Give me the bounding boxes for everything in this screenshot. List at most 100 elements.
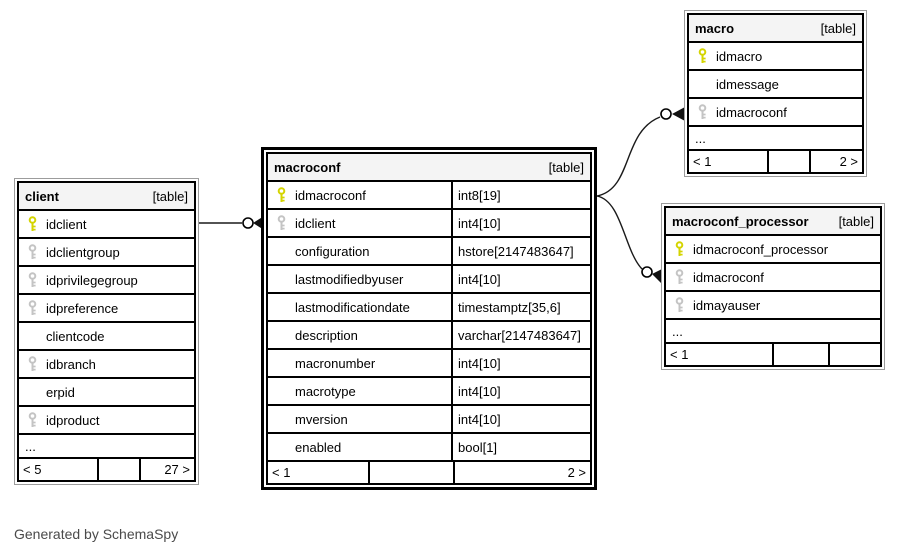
relationship-macroconf-macroconfprocessor	[596, 195, 662, 283]
table-footer: < 1 2 >	[266, 460, 592, 485]
primary-key-icon	[268, 187, 295, 203]
table-title-macro[interactable]: macro	[695, 20, 735, 36]
footer-middle-cell	[368, 462, 453, 483]
column-name: erpid	[46, 384, 75, 400]
column-row-erpid: erpid	[17, 377, 196, 407]
column-row-idprivilegegroup: idprivilegegroup	[17, 265, 196, 295]
footer-right-cell: 2 >	[809, 151, 862, 172]
column-row-idmacro: idmacro	[687, 41, 864, 71]
column-name: idpreference	[46, 300, 119, 316]
table-title-macroconf_processor[interactable]: macroconf_processor	[672, 213, 809, 229]
column-name: lastmodifiedbyuser	[295, 271, 404, 287]
generated-by-note: Generated by SchemaSpy	[14, 526, 179, 542]
column-type: int8[19]	[451, 182, 590, 208]
footer-middle-cell	[97, 459, 139, 480]
table-type-tag: [table]	[820, 20, 856, 36]
footer-right-cell	[828, 344, 880, 365]
column-row-macronumber: macronumber int4[10]	[266, 348, 592, 378]
column-row-clientcode: clientcode	[17, 321, 196, 351]
table-type-tag: [table]	[548, 159, 584, 175]
column-type: int4[10]	[451, 406, 590, 432]
table-title-client[interactable]: client	[25, 188, 59, 204]
foreign-key-icon	[689, 104, 716, 120]
column-name: enabled	[295, 439, 342, 455]
foreign-key-icon	[19, 244, 46, 260]
relationship-client-macroconf	[199, 216, 264, 230]
column-type: hstore[2147483647]	[451, 238, 590, 264]
column-row-configuration: configuration hstore[2147483647]	[266, 236, 592, 266]
column-name: macronumber	[295, 355, 376, 371]
column-name: idproduct	[46, 412, 100, 428]
column-row-idpreference: idpreference	[17, 293, 196, 323]
table-footer: < 5 27 >	[17, 457, 196, 482]
table-footer: < 1	[664, 342, 882, 367]
primary-key-icon	[666, 241, 693, 257]
table-header: macroconf [table]	[266, 152, 592, 182]
column-name: configuration	[295, 243, 370, 259]
column-row-idproduct: idproduct	[17, 405, 196, 435]
table-type-tag: [table]	[152, 188, 188, 204]
footer-left-cell: < 1	[670, 347, 689, 362]
column-type: int4[10]	[451, 210, 590, 236]
table-header: client [table]	[17, 181, 196, 211]
column-name: idmessage	[716, 76, 779, 92]
column-name: idmayauser	[693, 297, 761, 313]
column-row-idmacroconf: idmacroconf	[687, 97, 864, 127]
footer-left-cell: < 1	[693, 154, 712, 169]
column-name: idbranch	[46, 356, 96, 372]
column-row-idclient: idclient int4[10]	[266, 208, 592, 238]
primary-key-icon	[19, 216, 46, 232]
more-columns-ellipsis: ...	[687, 125, 864, 151]
primary-key-icon	[689, 48, 716, 64]
column-row-lastmodificationdate: lastmodificationdate timestamptz[35,6]	[266, 292, 592, 322]
table-type-tag: [table]	[838, 213, 874, 229]
foreign-key-icon	[19, 412, 46, 428]
column-row-mversion: mversion int4[10]	[266, 404, 592, 434]
foreign-key-icon	[666, 297, 693, 313]
column-type: timestamptz[35,6]	[451, 294, 590, 320]
column-type: varchar[2147483647]	[451, 322, 590, 348]
more-columns-ellipsis: ...	[17, 433, 196, 459]
column-name: description	[295, 327, 358, 343]
column-row-idmacroconf_processor: idmacroconf_processor	[664, 234, 882, 264]
column-name: lastmodificationdate	[295, 299, 410, 315]
footer-middle-cell	[772, 344, 828, 365]
foreign-key-icon	[268, 215, 295, 231]
table-header: macro [table]	[687, 13, 864, 43]
footer-right-cell: 27 >	[139, 459, 194, 480]
column-type: bool[1]	[451, 434, 590, 460]
column-name: idclient	[295, 215, 336, 231]
column-row-idmacroconf: idmacroconf int8[19]	[266, 180, 592, 210]
foreign-key-icon	[19, 300, 46, 316]
column-name: idmacro	[716, 48, 763, 64]
column-type: int4[10]	[451, 350, 590, 376]
column-name: idclientgroup	[46, 244, 120, 260]
footer-right-cell: 2 >	[453, 462, 590, 483]
column-name: idmacroconf_processor	[693, 241, 829, 257]
column-row-idmessage: idmessage	[687, 69, 864, 99]
column-name: clientcode	[46, 328, 105, 344]
table-macro: macro [table] idmacro idmessage idmacroconf.…	[684, 10, 867, 177]
table-macroconf_processor: macroconf_processor [table] idmacroconf_pr…	[661, 203, 885, 370]
column-type: int4[10]	[451, 266, 590, 292]
column-row-lastmodifiedbyuser: lastmodifiedbyuser int4[10]	[266, 264, 592, 294]
column-name: mversion	[295, 411, 348, 427]
column-name: idprivilegegroup	[46, 272, 138, 288]
footer-left-cell: < 1	[272, 465, 291, 480]
footer-left-cell: < 5	[23, 462, 42, 477]
column-row-idclientgroup: idclientgroup	[17, 237, 196, 267]
column-name: idmacroconf	[716, 104, 787, 120]
column-name: idmacroconf	[295, 187, 366, 203]
column-row-idmacroconf: idmacroconf	[664, 262, 882, 292]
column-name: idclient	[46, 216, 87, 232]
more-columns-ellipsis: ...	[664, 318, 882, 344]
column-row-enabled: enabled bool[1]	[266, 432, 592, 462]
table-title-macroconf[interactable]: macroconf	[274, 159, 341, 175]
table-footer: < 1 2 >	[687, 149, 864, 174]
column-type: int4[10]	[451, 378, 590, 404]
column-name: idmacroconf	[693, 269, 764, 285]
column-name: macrotype	[295, 383, 356, 399]
foreign-key-icon	[666, 269, 693, 285]
column-row-idmayauser: idmayauser	[664, 290, 882, 320]
